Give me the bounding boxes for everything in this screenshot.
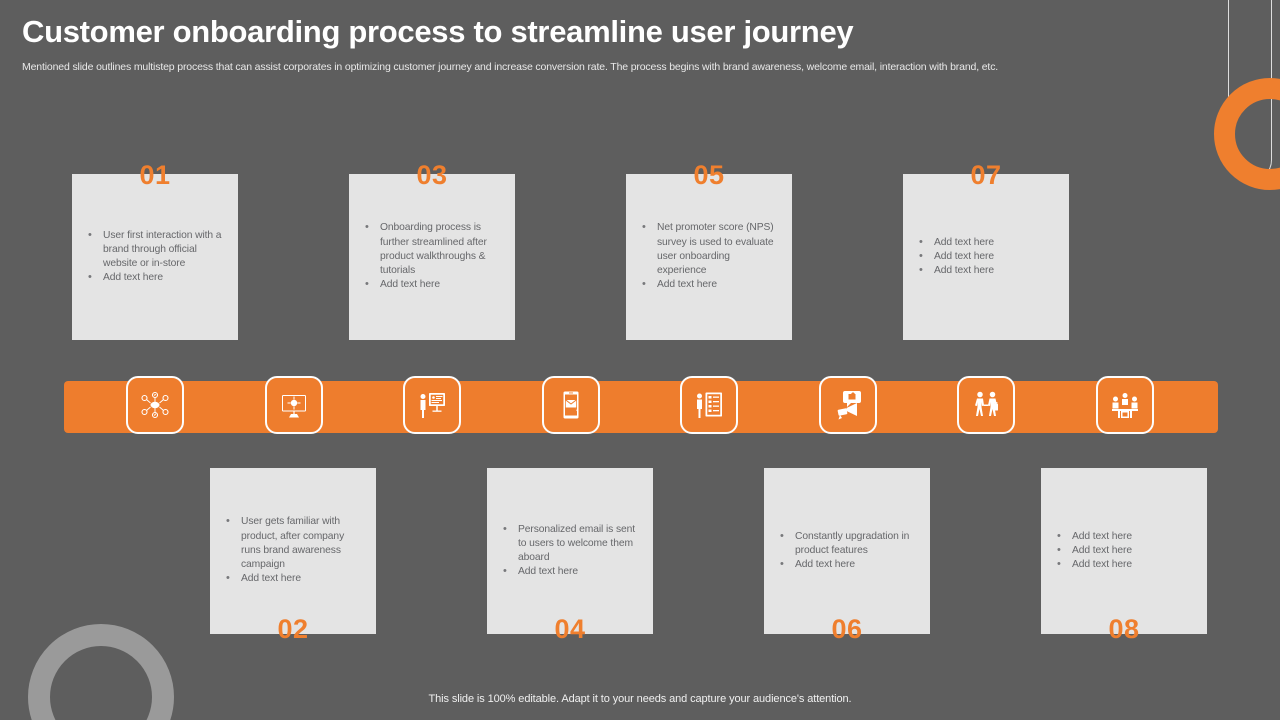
list-item: Add text here xyxy=(501,564,643,579)
list-item: Add text here xyxy=(640,277,782,292)
process-timeline-bar xyxy=(64,381,1218,433)
team-meeting-table-icon xyxy=(1109,389,1141,421)
step-bullet-list: Onboarding process is further streamline… xyxy=(349,220,515,292)
slide-header: Customer onboarding process to streamlin… xyxy=(22,14,1212,75)
decorative-gray-ring xyxy=(28,624,174,720)
timeline-icon-step-02[interactable] xyxy=(265,376,323,434)
list-item: Onboarding process is further streamline… xyxy=(363,220,505,278)
handshake-people-icon xyxy=(970,389,1002,421)
list-item: Add text here xyxy=(86,270,228,285)
timeline-icon-step-07[interactable] xyxy=(957,376,1015,434)
step-number-04: 04 xyxy=(554,614,586,644)
megaphone-speech-bubble-icon xyxy=(832,389,864,421)
step-card-03[interactable]: Onboarding process is further streamline… xyxy=(349,174,515,340)
step-card-02[interactable]: User gets familiar with product, after c… xyxy=(210,468,376,634)
person-checklist-board-icon xyxy=(693,389,725,421)
step-card-06[interactable]: Constantly upgradation in product featur… xyxy=(764,468,930,634)
list-item: User first interaction with a brand thro… xyxy=(86,228,228,272)
step-bullet-list: Add text hereAdd text hereAdd text here xyxy=(903,235,1069,279)
step-bullet-list: Add text hereAdd text hereAdd text here xyxy=(1041,529,1207,573)
step-card-01[interactable]: User first interaction with a brand thro… xyxy=(72,174,238,340)
timeline-icon-step-08[interactable] xyxy=(1096,376,1154,434)
page-subtitle: Mentioned slide outlines multistep proce… xyxy=(22,60,999,73)
timeline-icon-step-04[interactable] xyxy=(542,376,600,434)
list-item: Net promoter score (NPS) survey is used … xyxy=(640,220,782,278)
step-number-05: 05 xyxy=(693,160,725,190)
step-number-01: 01 xyxy=(139,160,171,190)
list-item: Personalized email is sent to users to w… xyxy=(501,522,643,566)
step-bullet-list: User gets familiar with product, after c… xyxy=(210,514,376,586)
list-item: Add text here xyxy=(917,263,1059,278)
timeline-icon-step-05[interactable] xyxy=(680,376,738,434)
step-number-03: 03 xyxy=(416,160,448,190)
mobile-email-icon xyxy=(555,389,587,421)
step-card-04[interactable]: Personalized email is sent to users to w… xyxy=(487,468,653,634)
list-item: Add text here xyxy=(1055,543,1197,558)
step-card-05[interactable]: Net promoter score (NPS) survey is used … xyxy=(626,174,792,340)
timeline-icon-step-06[interactable] xyxy=(819,376,877,434)
step-card-07[interactable]: Add text hereAdd text hereAdd text here xyxy=(903,174,1069,340)
list-item: Add text here xyxy=(917,235,1059,250)
step-bullet-list: Personalized email is sent to users to w… xyxy=(487,522,653,580)
decorative-orange-ring xyxy=(1214,78,1280,190)
list-item: Add text here xyxy=(778,557,920,572)
decorative-u-line xyxy=(1228,0,1272,182)
list-item: Add text here xyxy=(1055,529,1197,544)
step-number-02: 02 xyxy=(277,614,309,644)
page-title: Customer onboarding process to streamlin… xyxy=(22,14,854,49)
step-number-07: 07 xyxy=(970,160,1002,190)
list-item: Add text here xyxy=(1055,557,1197,572)
list-item: Add text here xyxy=(917,249,1059,264)
footer-note: This slide is 100% editable. Adapt it to… xyxy=(428,693,852,705)
step-card-08[interactable]: Add text hereAdd text hereAdd text here xyxy=(1041,468,1207,634)
list-item: Constantly upgradation in product featur… xyxy=(778,529,920,558)
network-hub-icon xyxy=(139,389,171,421)
step-bullet-list: Constantly upgradation in product featur… xyxy=(764,529,930,573)
timeline-icon-step-03[interactable] xyxy=(403,376,461,434)
presentation-person-icon xyxy=(416,389,448,421)
step-bullet-list: Net promoter score (NPS) survey is used … xyxy=(626,220,792,292)
list-item: Add text here xyxy=(363,277,505,292)
monitor-target-icon xyxy=(278,389,310,421)
step-bullet-list: User first interaction with a brand thro… xyxy=(72,228,238,286)
list-item: User gets familiar with product, after c… xyxy=(224,514,366,572)
step-number-08: 08 xyxy=(1108,614,1140,644)
timeline-icon-step-01[interactable] xyxy=(126,376,184,434)
step-number-06: 06 xyxy=(831,614,863,644)
list-item: Add text here xyxy=(224,571,366,586)
